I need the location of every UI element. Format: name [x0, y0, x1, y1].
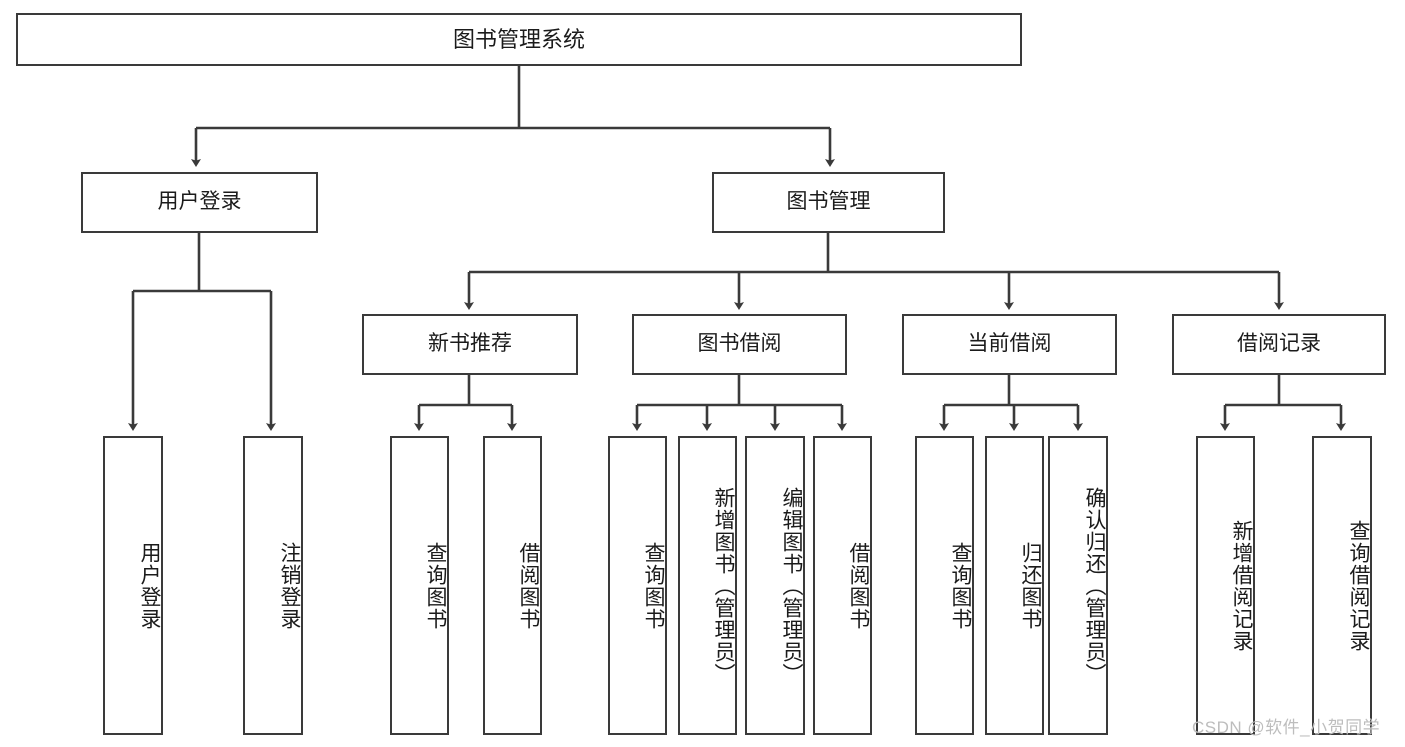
node-book-borrow-label: 图书借阅	[697, 332, 782, 356]
leaf-new-book-1-label: 查询图书	[424, 541, 447, 630]
leaf-current-borrow-1-label: 查询图书	[949, 541, 972, 630]
node-user-login[interactable]: 用户登录	[81, 172, 318, 233]
leaf-current-borrow-3-label: 确认归还（管理员）	[1083, 486, 1106, 685]
leaf-current-borrow-2-label: 归还图书	[1019, 541, 1042, 630]
leaf-book-borrow-2[interactable]: 新增图书（管理员）	[678, 436, 737, 735]
leaf-book-borrow-4[interactable]: 借阅图书	[813, 436, 872, 735]
leaf-book-borrow-3-label: 编辑图书（管理员）	[780, 486, 803, 685]
leaf-user-login-2-label: 注销登录	[278, 541, 301, 630]
leaf-book-borrow-3[interactable]: 编辑图书（管理员）	[745, 436, 805, 735]
leaf-book-borrow-1[interactable]: 查询图书	[608, 436, 667, 735]
node-root[interactable]: 图书管理系统	[16, 13, 1022, 66]
leaf-book-borrow-1-label: 查询图书	[642, 541, 665, 630]
leaf-new-book-2-label: 借阅图书	[517, 541, 540, 630]
node-borrow-record-label: 借阅记录	[1237, 332, 1321, 356]
node-root-label: 图书管理系统	[452, 26, 585, 52]
leaf-new-book-1[interactable]: 查询图书	[390, 436, 449, 735]
leaf-user-login-1-label: 用户登录	[138, 541, 161, 630]
leaf-current-borrow-3[interactable]: 确认归还（管理员）	[1048, 436, 1108, 735]
node-user-login-label: 用户登录	[157, 190, 242, 214]
node-new-book-recommend[interactable]: 新书推荐	[362, 314, 578, 375]
node-current-borrow-label: 当前借阅	[967, 332, 1052, 356]
node-book-management-label: 图书管理	[786, 190, 871, 214]
node-book-management[interactable]: 图书管理	[712, 172, 945, 233]
watermark: CSDN @软件_小贺同学	[1192, 718, 1381, 737]
leaf-borrow-record-2[interactable]: 查询借阅记录	[1312, 436, 1372, 735]
leaf-user-login-1[interactable]: 用户登录	[103, 436, 163, 735]
leaf-current-borrow-1[interactable]: 查询图书	[915, 436, 974, 735]
leaf-user-login-2[interactable]: 注销登录	[243, 436, 303, 735]
leaf-borrow-record-1[interactable]: 新增借阅记录	[1196, 436, 1255, 735]
leaf-book-borrow-2-label: 新增图书（管理员）	[712, 486, 735, 685]
node-borrow-record[interactable]: 借阅记录	[1172, 314, 1386, 375]
node-new-book-recommend-label: 新书推荐	[428, 332, 512, 356]
leaf-borrow-record-1-label: 新增借阅记录	[1230, 519, 1253, 652]
leaf-current-borrow-2[interactable]: 归还图书	[985, 436, 1044, 735]
node-current-borrow[interactable]: 当前借阅	[902, 314, 1117, 375]
leaf-new-book-2[interactable]: 借阅图书	[483, 436, 542, 735]
leaf-book-borrow-4-label: 借阅图书	[847, 541, 870, 630]
leaf-borrow-record-2-label: 查询借阅记录	[1347, 519, 1370, 652]
node-book-borrow[interactable]: 图书借阅	[632, 314, 847, 375]
